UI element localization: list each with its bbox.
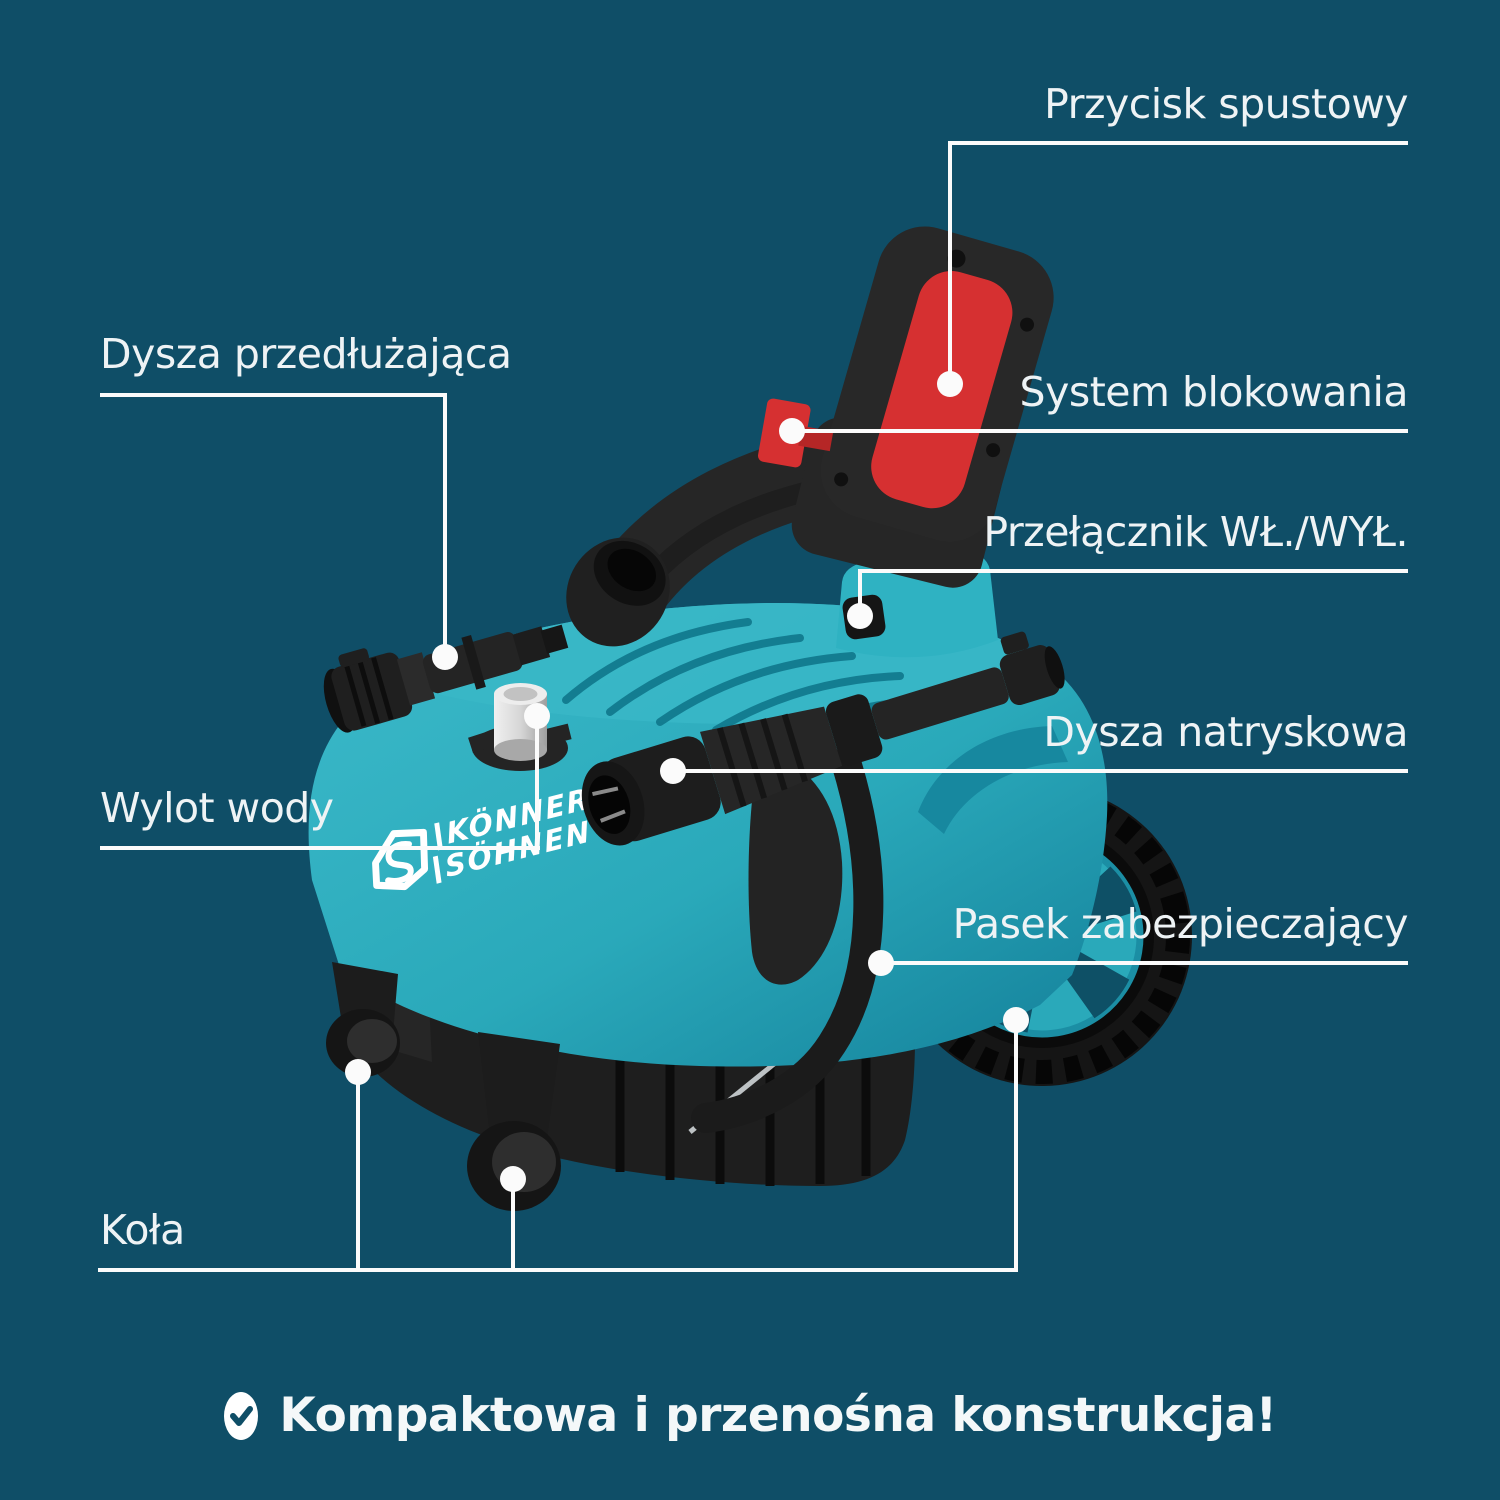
check-icon <box>224 1391 259 1440</box>
callout-dot-wheel3 <box>1003 1007 1029 1033</box>
callout-dot-spray <box>660 758 686 784</box>
safety-strap <box>691 747 884 1133</box>
extension-nozzle-lance <box>323 624 569 733</box>
callout-line-wheel1-vertical <box>356 1072 360 1272</box>
callout-dot-outlet <box>524 703 550 729</box>
footer-banner: Kompaktowa i przenośna konstrukcja! <box>0 1388 1500 1443</box>
callout-line-strap <box>881 961 1408 965</box>
label-water-outlet: Wylot wody <box>100 784 334 832</box>
callout-line-wheels-underline <box>98 1268 1018 1272</box>
callout-line-outlet-underline <box>100 846 540 850</box>
callout-dot-strap <box>868 950 894 976</box>
callout-line-outlet-vertical <box>535 717 539 850</box>
footer-text: Kompaktowa i przenośna konstrukcja! <box>279 1388 1277 1443</box>
label-lock-system: System blokowania <box>1019 368 1409 416</box>
front-left-caster <box>326 962 400 1077</box>
callout-dot-lock <box>779 418 805 444</box>
callout-dot-wheel2 <box>500 1166 526 1192</box>
callout-line-switch-vertical <box>858 569 862 615</box>
callout-line-switch-horizontal <box>858 569 1408 573</box>
callout-dot-extension <box>432 644 458 670</box>
callout-line-extension-underline <box>100 393 447 397</box>
callout-line-lock <box>792 429 1408 433</box>
label-spray-nozzle: Dysza natryskowa <box>1043 708 1408 756</box>
callout-line-extension-vertical <box>443 393 447 656</box>
label-wheels: Koła <box>100 1206 185 1254</box>
callout-dot-switch <box>847 603 873 629</box>
callout-dot-trigger <box>937 371 963 397</box>
callout-line-trigger-underline <box>950 141 1408 145</box>
spray-nozzle-lance <box>581 631 1065 846</box>
callout-dot-wheel1 <box>345 1059 371 1085</box>
label-power-switch: Przełącznik WŁ./WYŁ. <box>983 508 1408 556</box>
label-trigger: Przycisk spustowy <box>1044 80 1408 128</box>
water-outlet-fitting <box>468 683 572 771</box>
callout-line-spray <box>673 769 1408 773</box>
callout-line-wheel3-vertical <box>1014 1020 1018 1272</box>
label-safety-strap: Pasek zabezpieczający <box>952 900 1409 948</box>
label-extension-nozzle: Dysza przedłużająca <box>100 330 512 378</box>
callout-line-wheel2-vertical <box>511 1179 515 1272</box>
ks-hex-icon <box>372 828 429 891</box>
lance-grip <box>748 752 843 985</box>
callout-line-trigger-vertical <box>948 141 952 384</box>
